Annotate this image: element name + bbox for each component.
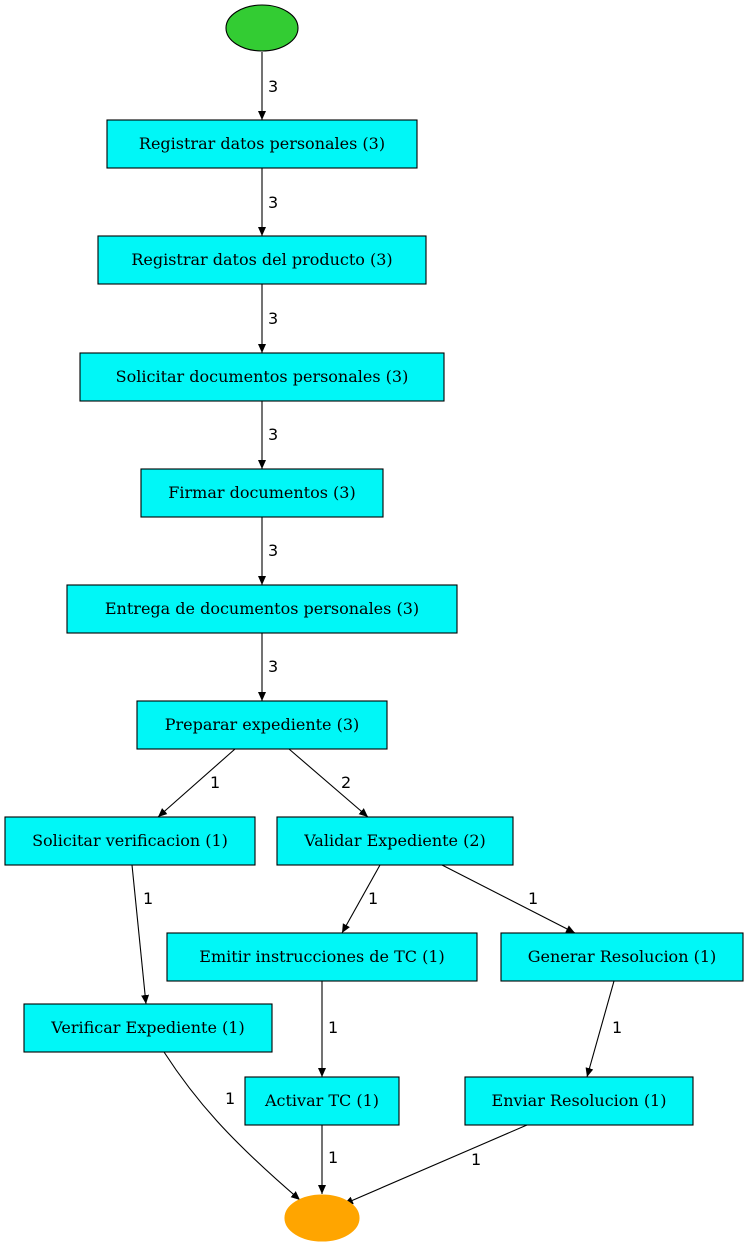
node-start: [225, 4, 299, 52]
edges-layer: [131, 52, 615, 1205]
edge-label-entrega-to-preparar: 3: [268, 657, 278, 676]
activity-label: Emitir instrucciones de TC (1): [199, 947, 444, 966]
edge-preparar-to-validar: [288, 748, 369, 818]
edge-label-enviar-to-end: 1: [471, 1150, 481, 1169]
activity-label: Registrar datos personales (3): [139, 134, 385, 153]
activity-label: Registrar datos del producto (3): [131, 250, 392, 269]
edge-label-sol_documentos-to-firmar: 3: [268, 425, 278, 444]
activity-box: [500, 932, 744, 982]
activity-box: [66, 584, 458, 634]
edge-label-preparar-to-sol_verificacion: 1: [210, 773, 220, 792]
node-generar: Generar Resolucion (1): [500, 932, 744, 982]
edge-verificar-to-end: [163, 1051, 301, 1201]
node-emitir: Emitir instrucciones de TC (1): [166, 932, 478, 982]
activity-box: [136, 700, 388, 750]
activity-box: [79, 352, 445, 402]
activity-label: Firmar documentos (3): [168, 483, 355, 502]
node-sol_verificacion: Solicitar verificacion (1): [4, 816, 256, 866]
start-node: [225, 4, 299, 52]
edge-sol_verificacion-to-verificar: [131, 864, 150, 1005]
activity-label: Validar Expediente (2): [303, 831, 486, 850]
activity-label: Preparar expediente (3): [165, 715, 360, 734]
edge-label-start-to-reg_personales: 3: [268, 77, 278, 96]
activity-label: Entrega de documentos personales (3): [105, 599, 419, 618]
activity-box: [276, 816, 514, 866]
activity-box: [97, 235, 427, 285]
node-reg_personales: Registrar datos personales (3): [106, 119, 418, 169]
edge-validar-to-generar: [441, 864, 576, 934]
edge-label-validar-to-emitir: 1: [368, 889, 378, 908]
nodes-layer: Registrar datos personales (3) Registrar …: [4, 4, 744, 1242]
activity-box: [106, 119, 418, 169]
activity-box: [166, 932, 478, 982]
node-validar: Validar Expediente (2): [276, 816, 514, 866]
node-reg_producto: Registrar datos del producto (3): [97, 235, 427, 285]
activity-label: Activar TC (1): [264, 1091, 379, 1110]
edge-label-reg_producto-to-sol_documentos: 3: [268, 309, 278, 328]
edge-label-firmar-to-entrega: 3: [268, 541, 278, 560]
node-sol_documentos: Solicitar documentos personales (3): [79, 352, 445, 402]
end-node: [284, 1194, 360, 1242]
node-entrega: Entrega de documentos personales (3): [66, 584, 458, 634]
activity-box: [140, 468, 384, 518]
activity-label: Solicitar verificacion (1): [32, 831, 228, 850]
edge-label-activar-to-end: 1: [328, 1148, 338, 1167]
node-verificar: Verificar Expediente (1): [23, 1003, 273, 1053]
node-preparar: Preparar expediente (3): [136, 700, 388, 750]
edge-label-validar-to-generar: 1: [528, 889, 538, 908]
edge-labels-layer: 3 3 3 3 3 3 1 2 1 1 1 1 1 1 1 1: [143, 77, 622, 1169]
activity-label: Verificar Expediente (1): [50, 1018, 244, 1037]
edge-label-sol_verificacion-to-verificar: 1: [143, 889, 153, 908]
node-activar: Activar TC (1): [244, 1076, 400, 1126]
edge-label-reg_personales-to-reg_producto: 3: [268, 193, 278, 212]
node-enviar: Enviar Resolucion (1): [464, 1076, 694, 1126]
activity-label: Solicitar documentos personales (3): [116, 367, 409, 386]
activity-box: [464, 1076, 694, 1126]
edge-label-generar-to-enviar: 1: [612, 1018, 622, 1037]
edge-enviar-to-end: [343, 1124, 528, 1205]
activity-label: Generar Resolucion (1): [528, 947, 717, 966]
edge-generar-to-enviar: [585, 980, 615, 1078]
edge-validar-to-emitir: [341, 864, 381, 934]
activity-box: [244, 1076, 400, 1126]
node-end: [284, 1194, 360, 1242]
edge-label-preparar-to-validar: 2: [341, 773, 351, 792]
activity-label: Enviar Resolucion (1): [492, 1091, 667, 1110]
activity-box: [4, 816, 256, 866]
edge-label-emitir-to-activar: 1: [328, 1018, 338, 1037]
activity-box: [23, 1003, 273, 1053]
edge-preparar-to-sol_verificacion: [157, 748, 236, 818]
edge-label-verificar-to-end: 1: [225, 1089, 235, 1108]
node-firmar: Firmar documentos (3): [140, 468, 384, 518]
